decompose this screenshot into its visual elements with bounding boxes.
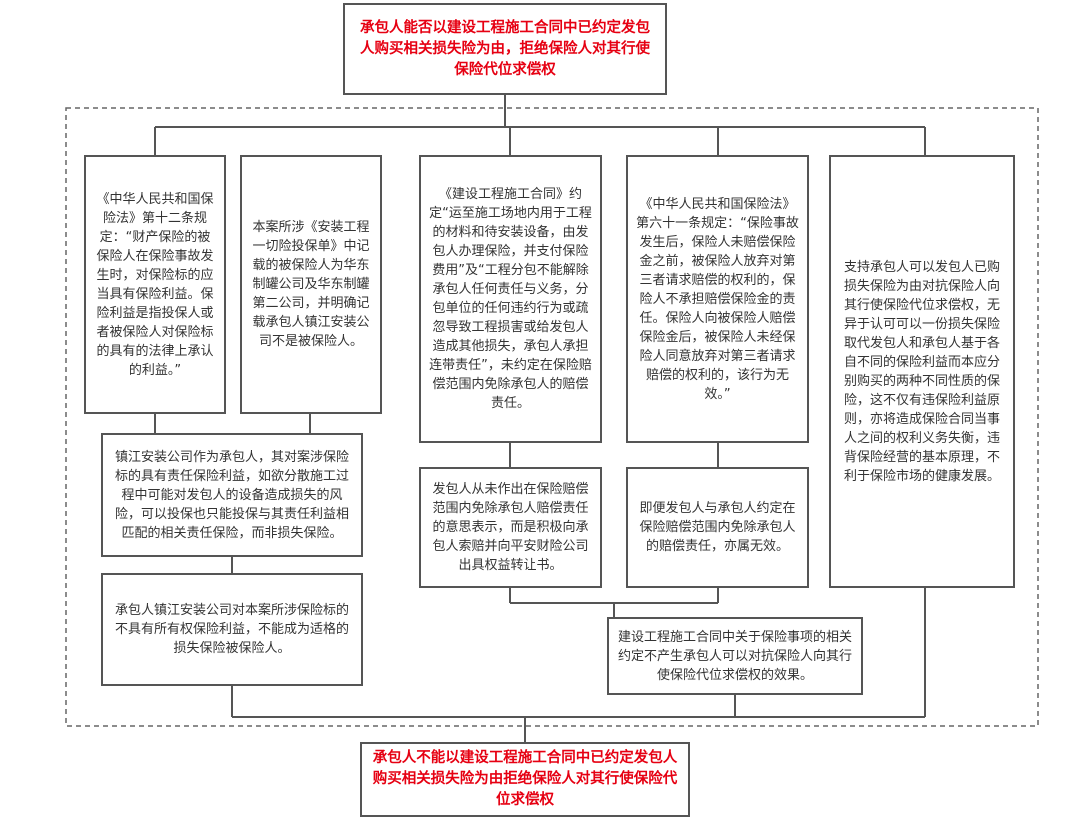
connectors <box>154 95 926 742</box>
col2-contract-text: 《建设工程施工合同》约定“运至施工场地内用于工程的材料和待安装设备，由发包人办理… <box>429 187 592 411</box>
col1-conclusion-box: 承包人镇江安装公司对本案所涉保险标的不具有所有权保险利益，不能成为适格的损失保险… <box>101 573 363 686</box>
col1-law-box: 《中华人民共和国保险法》第十二条规定：“财产保险的被保险人在保险事故发生时，对保… <box>84 155 226 414</box>
col1-liability-box: 镇江安装公司作为承包人，其对案涉保险标的具有责任保险利益，如欲分散施工过程中可能… <box>101 433 363 557</box>
merge-box: 建设工程施工合同中关于保险事项的相关约定不产生承包人可以对抗保险人向其行使保险代… <box>607 617 863 695</box>
col3-invalid-box: 即便发包人与承包人约定在保险赔偿范围内免除承包人的赔偿责任，亦属无效。 <box>626 467 809 588</box>
col4-principle-box: 支持承包人可以发包人已购损失保险为由对抗保险人向其行使保险代位求偿权，无异于认可… <box>829 155 1015 588</box>
col1-policy-box: 本案所涉《安装工程一切险投保单》中记载的被保险人为华东制罐公司及华东制罐第二公司… <box>240 155 382 414</box>
col2-contract-box: 《建设工程施工合同》约定“运至施工场地内用于工程的材料和待安装设备，由发包人办理… <box>419 155 602 443</box>
col1-conclusion-text: 承包人镇江安装公司对本案所涉保险标的不具有所有权保险利益，不能成为适格的损失保险… <box>114 603 349 656</box>
conclusion-box: 承包人不能以建设工程施工合同中已约定发包人购买相关损失险为由拒绝保险人对其行使保… <box>360 742 690 817</box>
col3-law-box: 《中华人民共和国保险法》第六十一条规定：“保险事故发生后，保险人未赔偿保险金之前… <box>626 155 809 443</box>
col3-law-text: 《中华人民共和国保险法》第六十一条规定：“保险事故发生后，保险人未赔偿保险金之前… <box>636 196 799 402</box>
col1-liability-text: 镇江安装公司作为承包人，其对案涉保险标的具有责任保险利益，如欲分散施工过程中可能… <box>114 449 349 541</box>
col3-invalid-text: 即便发包人与承包人约定在保险赔偿范围内免除承包人的赔偿责任，亦属无效。 <box>639 501 796 554</box>
col2-claim-box: 发包人从未作出在保险赔偿范围内免除承包人赔偿责任的意思表示，而是积极向承包人索赔… <box>419 467 602 588</box>
col1-law-text: 《中华人民共和国保险法》第十二条规定：“财产保险的被保险人在保险事故发生时，对保… <box>96 191 214 378</box>
merge-text: 建设工程施工合同中关于保险事项的相关约定不产生承包人可以对抗保险人向其行使保险代… <box>617 629 852 683</box>
question-box: 承包人能否以建设工程施工合同中已约定发包人购买相关损失险为由，拒绝保险人对其行使… <box>343 3 667 95</box>
col4-principle-text: 支持承包人可以发包人已购损失保险为由对抗保险人向其行使保险代位求偿权，无异于认可… <box>843 259 1000 484</box>
dashed-group-frame <box>65 107 1039 727</box>
conclusion-text: 承包人不能以建设工程施工合同中已约定发包人购买相关损失险为由拒绝保险人对其行使保… <box>372 750 678 808</box>
col2-claim-text: 发包人从未作出在保险赔偿范围内免除承包人赔偿责任的意思表示，而是积极向承包人索赔… <box>432 482 589 573</box>
question-text: 承包人能否以建设工程施工合同中已约定发包人购买相关损失险为由，拒绝保险人对其行使… <box>360 19 650 78</box>
col1-policy-text: 本案所涉《安装工程一切险投保单》中记载的被保险人为华东制罐公司及华东制罐第二公司… <box>252 220 370 349</box>
